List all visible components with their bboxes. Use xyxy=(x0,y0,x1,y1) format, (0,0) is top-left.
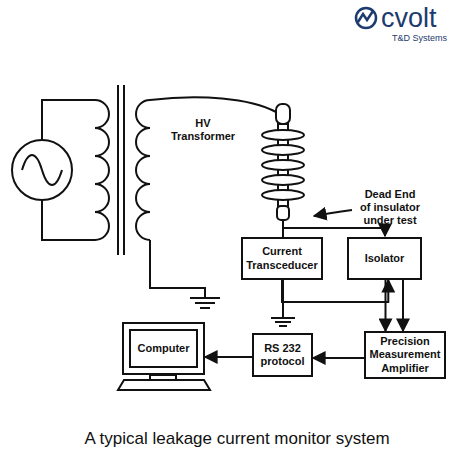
box-text: Isolator xyxy=(365,252,405,265)
insulator-shed xyxy=(262,190,304,200)
callout-label: Dead End of insulator under test xyxy=(358,188,422,228)
leader-arrow xyxy=(314,210,352,216)
box-text: Current Transceducer xyxy=(246,245,318,271)
primary-coil xyxy=(95,100,109,240)
wire xyxy=(42,200,95,240)
insulator-shed xyxy=(262,175,304,185)
monitor-stand xyxy=(118,375,210,390)
ground-symbol xyxy=(200,307,210,309)
logo-ring xyxy=(356,8,376,28)
monitor-screen: Computer xyxy=(129,329,198,368)
insulator-shed xyxy=(262,130,304,140)
logo-subtext: T&D Systems xyxy=(392,33,472,44)
sine-symbol xyxy=(22,155,62,185)
insulator-shed xyxy=(262,160,304,170)
logo-wave xyxy=(358,11,373,22)
insulator-illustration xyxy=(262,104,304,220)
signal-arrow xyxy=(282,280,388,302)
wire xyxy=(42,100,95,140)
signal-arrow xyxy=(402,280,404,331)
signal-arrow xyxy=(313,357,364,359)
transducer-box: Current Transceducer xyxy=(241,237,323,280)
signal-arrow xyxy=(205,356,252,358)
signal-wire xyxy=(283,228,385,236)
component-label: HV Transformer xyxy=(168,117,238,143)
signal-arrow xyxy=(385,280,387,331)
ground-symbol xyxy=(275,321,291,323)
insulator-shed xyxy=(262,145,304,155)
transformer-core xyxy=(123,85,125,255)
amplifier-box: Precision Measurement Amplifier xyxy=(364,331,446,379)
box-text: Computer xyxy=(138,342,190,355)
computer-monitor: Computer xyxy=(122,322,205,375)
isolator-box: Isolator xyxy=(347,237,422,280)
insulator-cap xyxy=(276,104,290,124)
source-circle xyxy=(12,140,72,200)
logo-icon xyxy=(356,8,376,28)
insulator-fitting xyxy=(277,206,289,220)
box-text: RS 232 protocol xyxy=(257,342,308,368)
transformer-core xyxy=(117,85,119,255)
protocol-box: RS 232 protocol xyxy=(252,333,313,377)
ground-symbol xyxy=(195,302,215,304)
hv-wire xyxy=(150,97,276,112)
ac-source xyxy=(12,100,95,240)
ground-symbol xyxy=(279,325,287,327)
wire xyxy=(150,240,205,298)
logo-text: cvolt xyxy=(381,2,471,34)
figure-caption: A typical leakage current monitor system xyxy=(0,429,474,449)
secondary-coil xyxy=(136,100,150,240)
ground-symbol xyxy=(271,317,295,319)
monitor-base xyxy=(118,380,210,390)
ground-symbol xyxy=(190,297,220,299)
box-text: Precision Measurement Amplifier xyxy=(369,335,441,375)
